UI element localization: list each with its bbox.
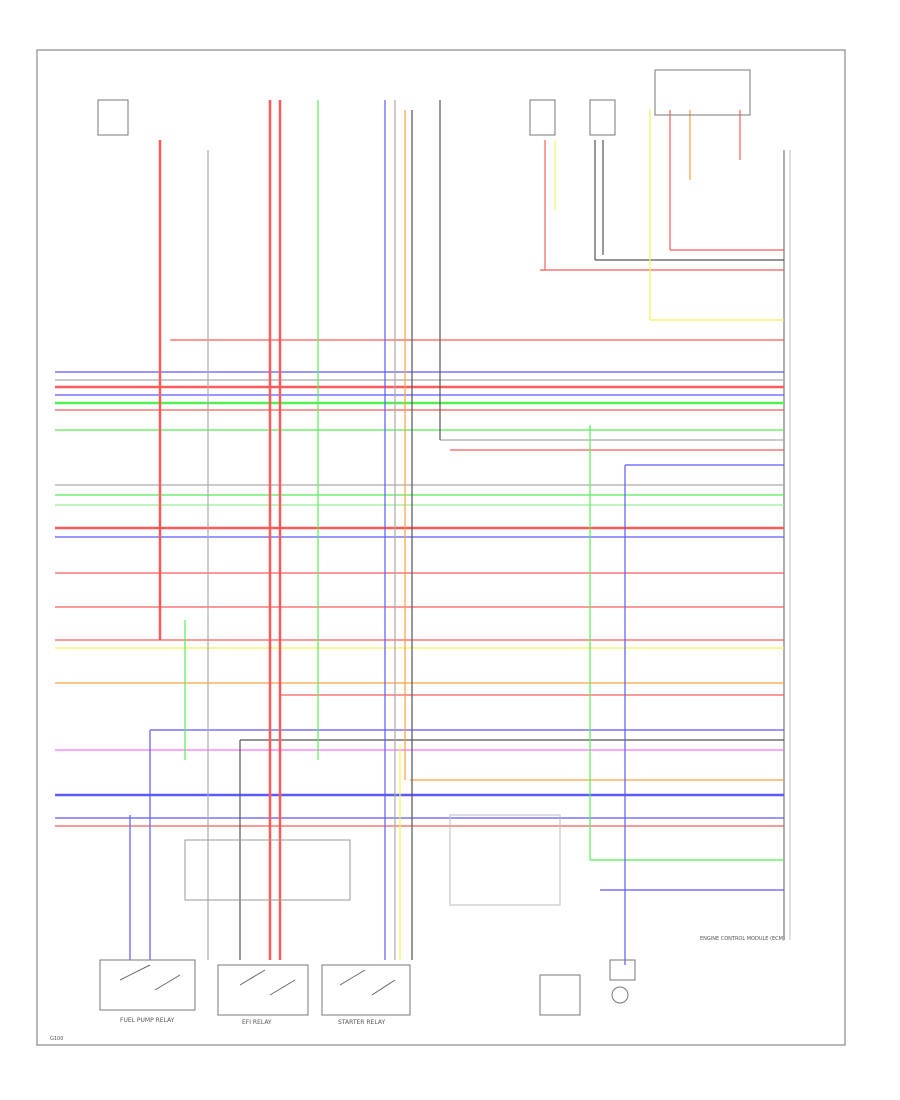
efi-relay: EFI RELAY <box>217 964 309 1026</box>
fuel-pump-relay: FUEL PUMP RELAY <box>99 959 196 1024</box>
bottom-switch <box>539 974 581 1016</box>
relay-box-outline <box>184 839 351 901</box>
top-middle-sensor-2 <box>589 99 616 136</box>
horizontal-wires <box>55 249 784 891</box>
fuel-pump-relay-label: FUEL PUMP RELAY <box>120 1017 175 1024</box>
starter-relay: STARTER RELAY <box>321 964 411 1026</box>
bottom-sensor <box>611 986 629 1004</box>
diagram-border <box>36 49 846 1046</box>
top-right-connector <box>654 69 751 116</box>
ecm-label: ENGINE CONTROL MODULE (ECM) <box>700 936 785 942</box>
ground-box <box>449 814 561 906</box>
vertical-wires <box>129 100 741 965</box>
starter-relay-label: STARTER RELAY <box>338 1019 385 1026</box>
bottom-connector <box>609 959 636 981</box>
top-middle-sensor-1 <box>529 99 556 136</box>
efi-relay-label: EFI RELAY <box>242 1019 272 1026</box>
ground-label: G100 <box>50 1036 63 1042</box>
top-left-sensor <box>97 99 129 136</box>
